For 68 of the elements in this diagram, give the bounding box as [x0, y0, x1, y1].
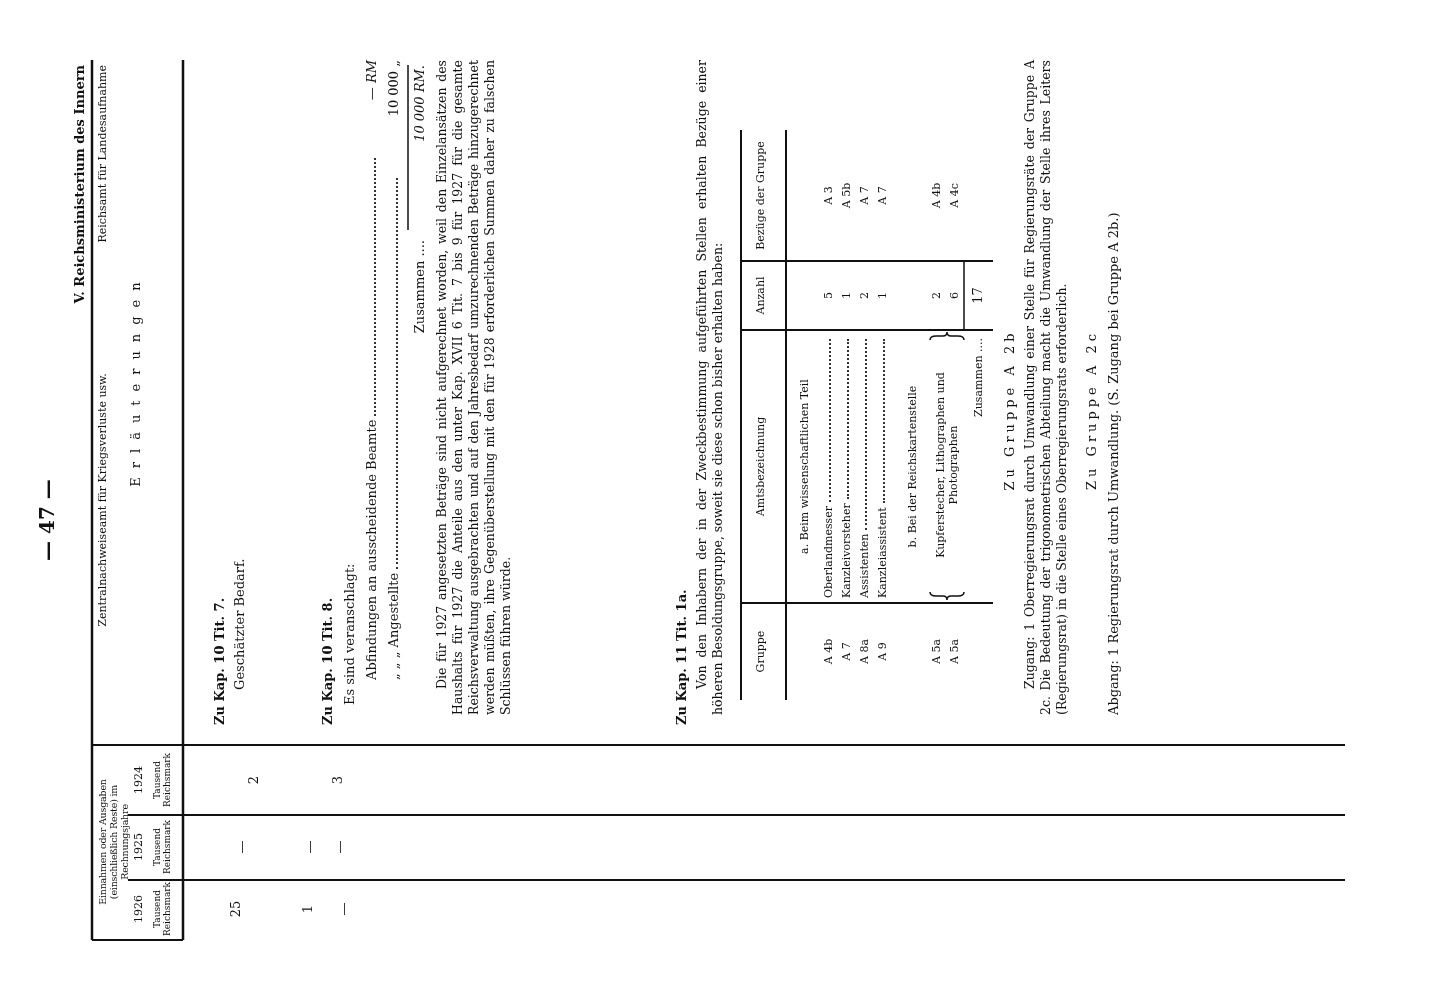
table-header: Bezüge der Gruppe — [754, 140, 767, 252]
table-cell-text: A 5a — [948, 638, 961, 666]
paragraph: Zugang: 1 Oberregierungsrat durch Umwandlung einer Stelle für Regierungsräte der Gruppe A 2c. Die Bedeutung der trigonometrischen Abteilung macht die Umwandlung der Stelle ihres Leiters (Regierungsrat) in die Stelle eines Oberregierungsrats erforderlich. — [1022, 60, 1070, 715]
total-label: Zusammen .... — [972, 338, 985, 419]
column-heading: 1926 — [132, 894, 145, 925]
table-cell-text: 5 — [822, 291, 835, 301]
column-heading: Tausend Reichsmark — [152, 880, 172, 938]
table-cell-text: A 4b — [930, 181, 943, 211]
amount-value: 10 000 „ — [386, 60, 402, 119]
table-cell: Kanzleivorsteher — [840, 336, 853, 598]
table-cell-text: A 5a — [930, 638, 943, 666]
paragraph: Die für 1927 angesetzten Beträge sind nicht aufgerechnet worden, weil den Einzelansätzen des Haushalts für 1927 die Anteile aus den unter Kap. XVII 6 Tit. 7 bis 9 für 1927 für die gesamte Reichsverwaltung ausgebrachten und auf den Jahresbedarf umzurechnenden Beträge hinzugerechnet werden müßten, ihre Gegenüberstellung mit den für 1928 erforderlichen Summen daher zu falschen Schlüssen führen würde. — [434, 60, 514, 715]
total-value: 10 000 RM. — [412, 65, 428, 144]
section-heading: Zu Kap. 11 Tit. 1a. — [674, 588, 690, 725]
table-header: Anzahl — [754, 275, 767, 317]
total-label: Zusammen .... — [412, 240, 428, 336]
column-heading: 1925 — [132, 832, 145, 863]
section-heading: Zu Gruppe A 2c — [1084, 328, 1100, 493]
running-head: Zentralnachweiseamt für Kriegsverluste usw. — [96, 372, 109, 629]
table-cell-text: A 3 — [822, 185, 835, 207]
paragraph: Von den Inhabern der in der Zweckbestimmung aufgeführten Stellen erhalten Bezüge einer höheren Besoldungsgruppe, soweit sie diese schon bisher erhalten haben: — [694, 60, 726, 715]
text-line: Abfindungen an ausscheidende Beamte — [364, 155, 380, 680]
text-line: Es sind veranschlagt: — [342, 562, 358, 705]
amount-value: — — [336, 901, 352, 918]
table-cell-text: A 7 — [858, 185, 871, 207]
amount-value: 3 — [330, 774, 346, 787]
table-cell: Assistenten — [858, 336, 871, 598]
column-heading: Einnahmen oder Ausgaben (einschließlich Reste) im Rechnungsjahre — [97, 778, 130, 907]
section-heading: Zu Kap. 10 Tit. 8. — [320, 596, 336, 725]
amount-value: — — [302, 839, 318, 856]
table-cell-text: A 9 — [876, 641, 889, 663]
table-cell-text: A 7 — [876, 185, 889, 207]
table-cell-text: A 7 — [840, 641, 853, 663]
text-line: „ „ „ Angestellte — [386, 175, 402, 680]
table-header: Gruppe — [754, 629, 767, 675]
amount-value: 2 — [246, 774, 262, 787]
amount-value: — RM — [364, 60, 380, 103]
total-value: 17 — [970, 286, 986, 306]
table-cell-text: A 4c — [948, 182, 961, 210]
amount-value: — — [332, 839, 348, 856]
page-number: — 47 — — [36, 478, 58, 563]
table-cell-text: Kupferstecher, Lithographen und Photographen — [933, 371, 961, 560]
table-subheading: a. Beim wissenschaftlichen Teil — [798, 378, 811, 556]
section-heading: Zu Gruppe A 2b — [1002, 328, 1018, 493]
column-heading: Erläuterungen — [128, 272, 144, 489]
table-header: Amtsbezeichnung — [754, 415, 767, 519]
table-cell-text: 2 — [930, 291, 943, 301]
column-heading: Tausend Reichsmark — [152, 751, 172, 810]
text-line: Abgang: 1 Regierungsrat durch Umwandlung. (S. Zugang bei Gruppe A 2b.) — [1106, 211, 1122, 715]
table-cell: Oberlandmesser — [822, 336, 835, 598]
text-line: Geschätzter Bedarf. — [232, 557, 248, 690]
table-cell-text: A 8a — [858, 638, 871, 666]
table-cell-text: 1 — [876, 291, 889, 301]
amount-value: 1 — [300, 903, 316, 916]
amount-value: 25 — [228, 899, 244, 920]
column-heading: Tausend Reichsmark — [152, 818, 172, 877]
table-cell-text: 1 — [840, 291, 853, 301]
table-subheading: b. Bei der Reichskartenstelle — [906, 384, 919, 550]
amount-value: — — [234, 839, 250, 856]
table-cell-text: A 4b — [822, 637, 835, 667]
table-cell-text: 2 — [858, 291, 871, 301]
running-head: V. Reichsministerium des Innern — [72, 65, 88, 306]
running-head: Reichsamt für Landesaufnahme — [96, 65, 109, 245]
section-heading: Zu Kap. 10 Tit. 7. — [212, 596, 228, 725]
column-heading: 1924 — [132, 765, 145, 796]
table-cell-text: A 5b — [840, 181, 853, 211]
table-cell-text: 6 — [948, 291, 961, 301]
table-cell: Kanzleiassistent — [876, 336, 889, 598]
